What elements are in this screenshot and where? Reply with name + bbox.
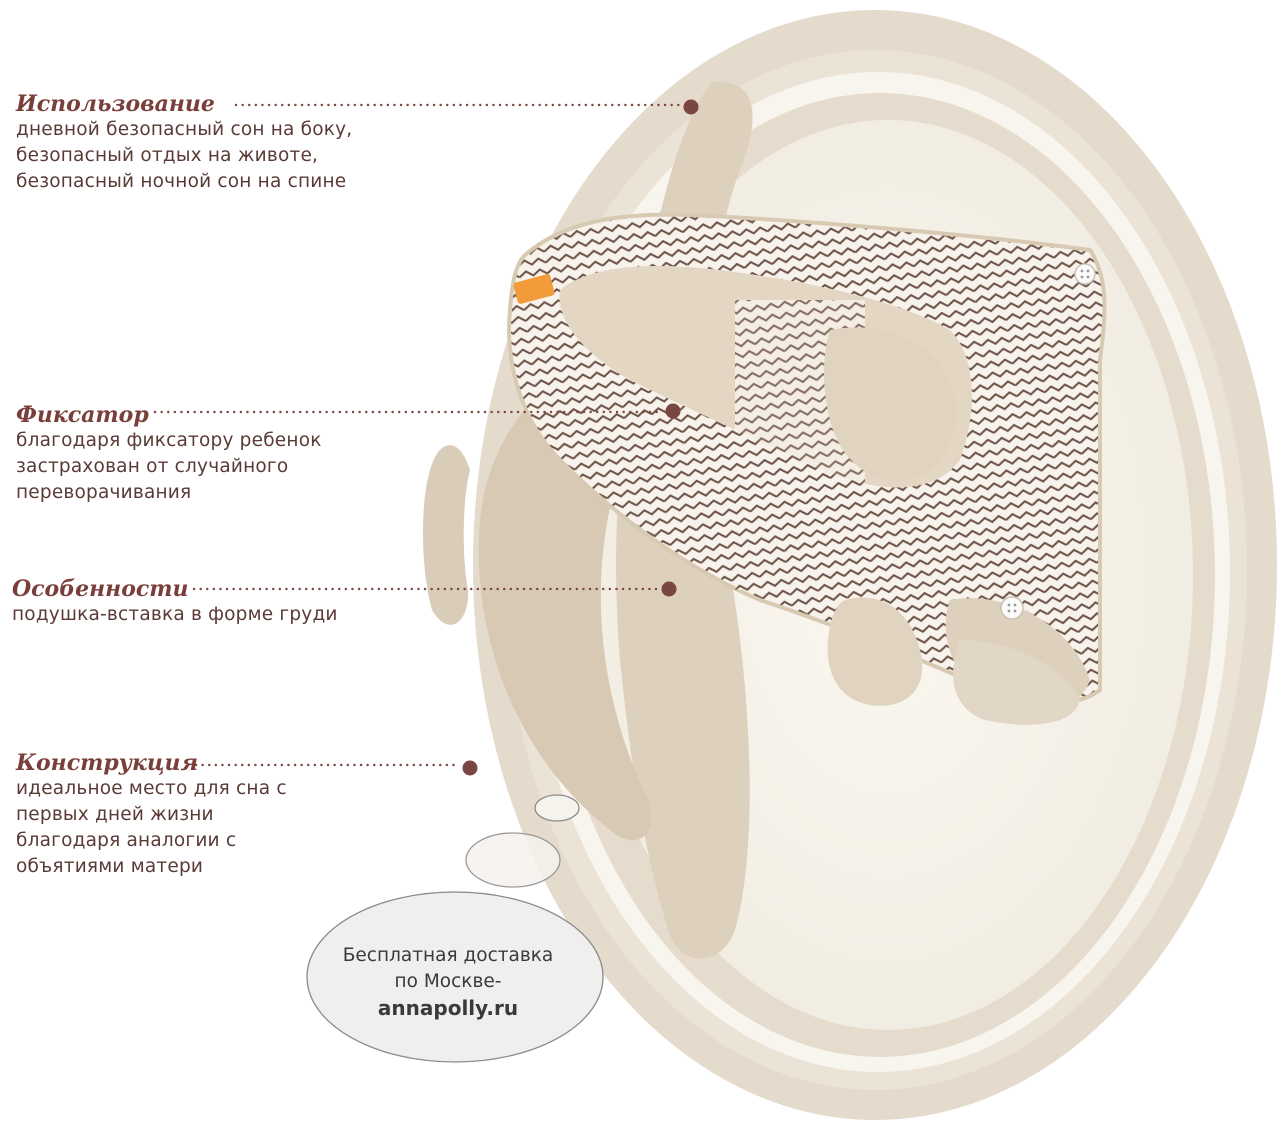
callout-lock: Фиксатор благодаря фиксатору ребенок зас… [16,402,322,506]
pointer-dots [462,99,699,776]
strap-button-top [1074,263,1096,285]
delivery-note: Бесплатная доставка по Москве- annapolly… [318,943,578,1021]
callout-design: Конструкция идеальное место для сна с пе… [16,750,287,880]
callout-lock-line: благодаря фиксатору ребенок [16,430,322,451]
callout-usage-line: дневной безопасный сон на боку, [16,119,353,140]
pointer-dot-design [462,760,478,776]
callout-feature-text: подушка-вставка в форме груди [12,602,338,628]
lower-cushion [827,597,1080,725]
callout-lock-text: благодаря фиксатору ребенок застрахован … [16,428,322,506]
delivery-site-link[interactable]: annapolly.ru [377,996,519,1020]
callout-lock-line: застрахован от случайного [16,456,289,477]
thought-bubble-medium [465,832,561,888]
callout-usage-line: безопасный отдых на животе, [16,145,319,166]
callout-usage-text: дневной безопасный сон на боку, безопасн… [16,117,352,195]
callout-feature-line: подушка-вставка в форме груди [12,604,338,625]
pointer-dot-usage [683,99,699,115]
thought-bubble-small [534,794,580,822]
safety-strap [507,212,1107,706]
thought-bubble [306,794,604,1063]
callout-design-line: идеальное место для сна с [16,778,287,799]
callout-lock-title: Фиксатор [16,402,149,428]
callout-design-line: первых дней жизни [16,804,214,825]
callout-feature: Особенности подушка-вставка в форме груд… [12,576,338,628]
callout-design-title: Конструкция [16,750,199,776]
delivery-line-2: по Москве- [394,971,502,992]
callout-design-line: благодаря аналогии с [16,830,237,851]
callout-usage: Использование дневной безопасный сон на … [16,91,352,195]
pointer-dot-lock [665,403,681,419]
delivery-line-1: Бесплатная доставка [342,945,554,966]
callout-usage-title: Использование [16,91,215,117]
callout-usage-line: безопасный ночной сон на спине [16,171,347,192]
callout-feature-title: Особенности [12,576,189,602]
leader-lines [153,103,685,767]
callout-lock-line: переворачивания [16,482,192,503]
callout-design-text: идеальное место для сна с первых дней жи… [16,776,287,880]
callout-design-line: объятиями матери [16,856,204,877]
thought-bubble-large [306,891,604,1063]
pointer-dot-feature [661,581,677,597]
